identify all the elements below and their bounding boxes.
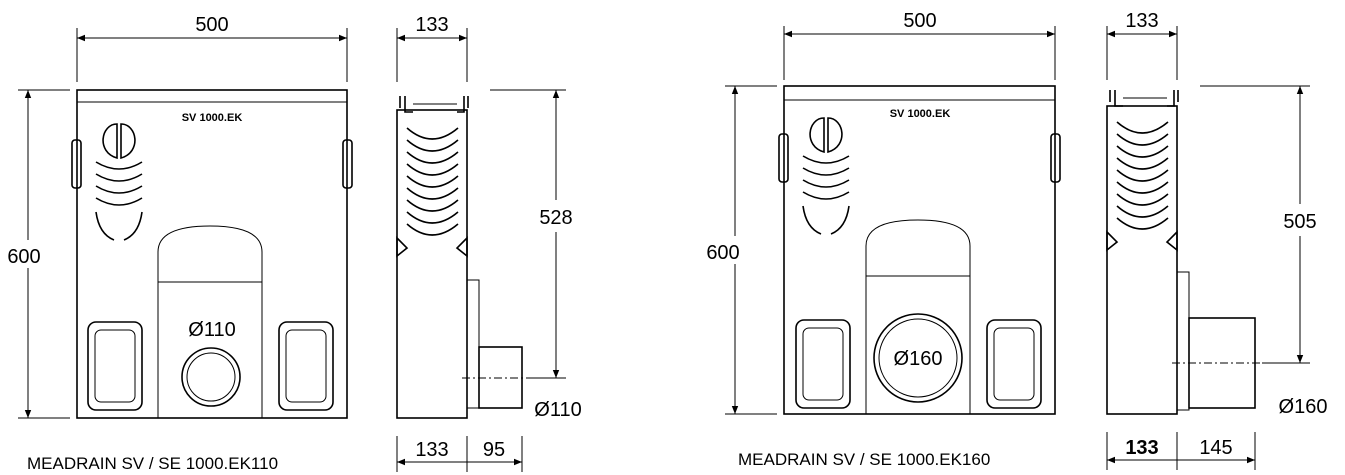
- right-bottom-dim-1: 133: [1125, 437, 1158, 459]
- right-caption: MEADRAIN SV / SE 1000.EK160: [738, 450, 990, 469]
- left-front-view: SV 1000.EK Ø110: [71, 89, 353, 419]
- right-assembly: SV 1000.EK Ø160: [706, 10, 1327, 470]
- left-side-width-label: 133: [415, 14, 448, 36]
- left-assembly: SV 1000.EK Ø110: [7, 14, 581, 473]
- left-embossed-text: SV 1000.EK: [182, 112, 243, 124]
- left-slot-pattern: [95, 123, 143, 241]
- right-side-height-label: 505: [1283, 211, 1316, 233]
- right-bottom-dim-2: 145: [1199, 437, 1232, 459]
- left-bottom-dim-2: 95: [483, 439, 505, 461]
- left-height-label: 600: [7, 246, 40, 268]
- right-side-width-label: 133: [1125, 10, 1158, 32]
- left-side-outlet-label: Ø110: [534, 399, 581, 421]
- right-side-outlet-label: Ø160: [1279, 396, 1328, 418]
- left-width-label: 500: [195, 14, 228, 36]
- right-outlet-label: Ø160: [894, 348, 943, 370]
- left-caption: MEADRAIN SV / SE 1000.EK110: [27, 454, 278, 473]
- right-side-view: [1106, 90, 1262, 415]
- right-front-view: SV 1000.EK Ø160: [778, 85, 1061, 415]
- right-slot-pattern: [802, 117, 850, 235]
- right-dimensions: 500 600 133 505 Ø160 133 145: [706, 10, 1327, 470]
- right-width-label: 500: [903, 10, 936, 32]
- left-bottom-dim-1: 133: [415, 439, 448, 461]
- right-height-label: 600: [706, 242, 739, 264]
- left-side-view: [396, 96, 530, 419]
- right-embossed-text: SV 1000.EK: [890, 108, 951, 120]
- left-dimensions: 500 600 133 528 Ø110 133 95: [7, 14, 582, 472]
- left-outlet-label: Ø110: [188, 319, 235, 341]
- left-side-height-label: 528: [539, 207, 572, 229]
